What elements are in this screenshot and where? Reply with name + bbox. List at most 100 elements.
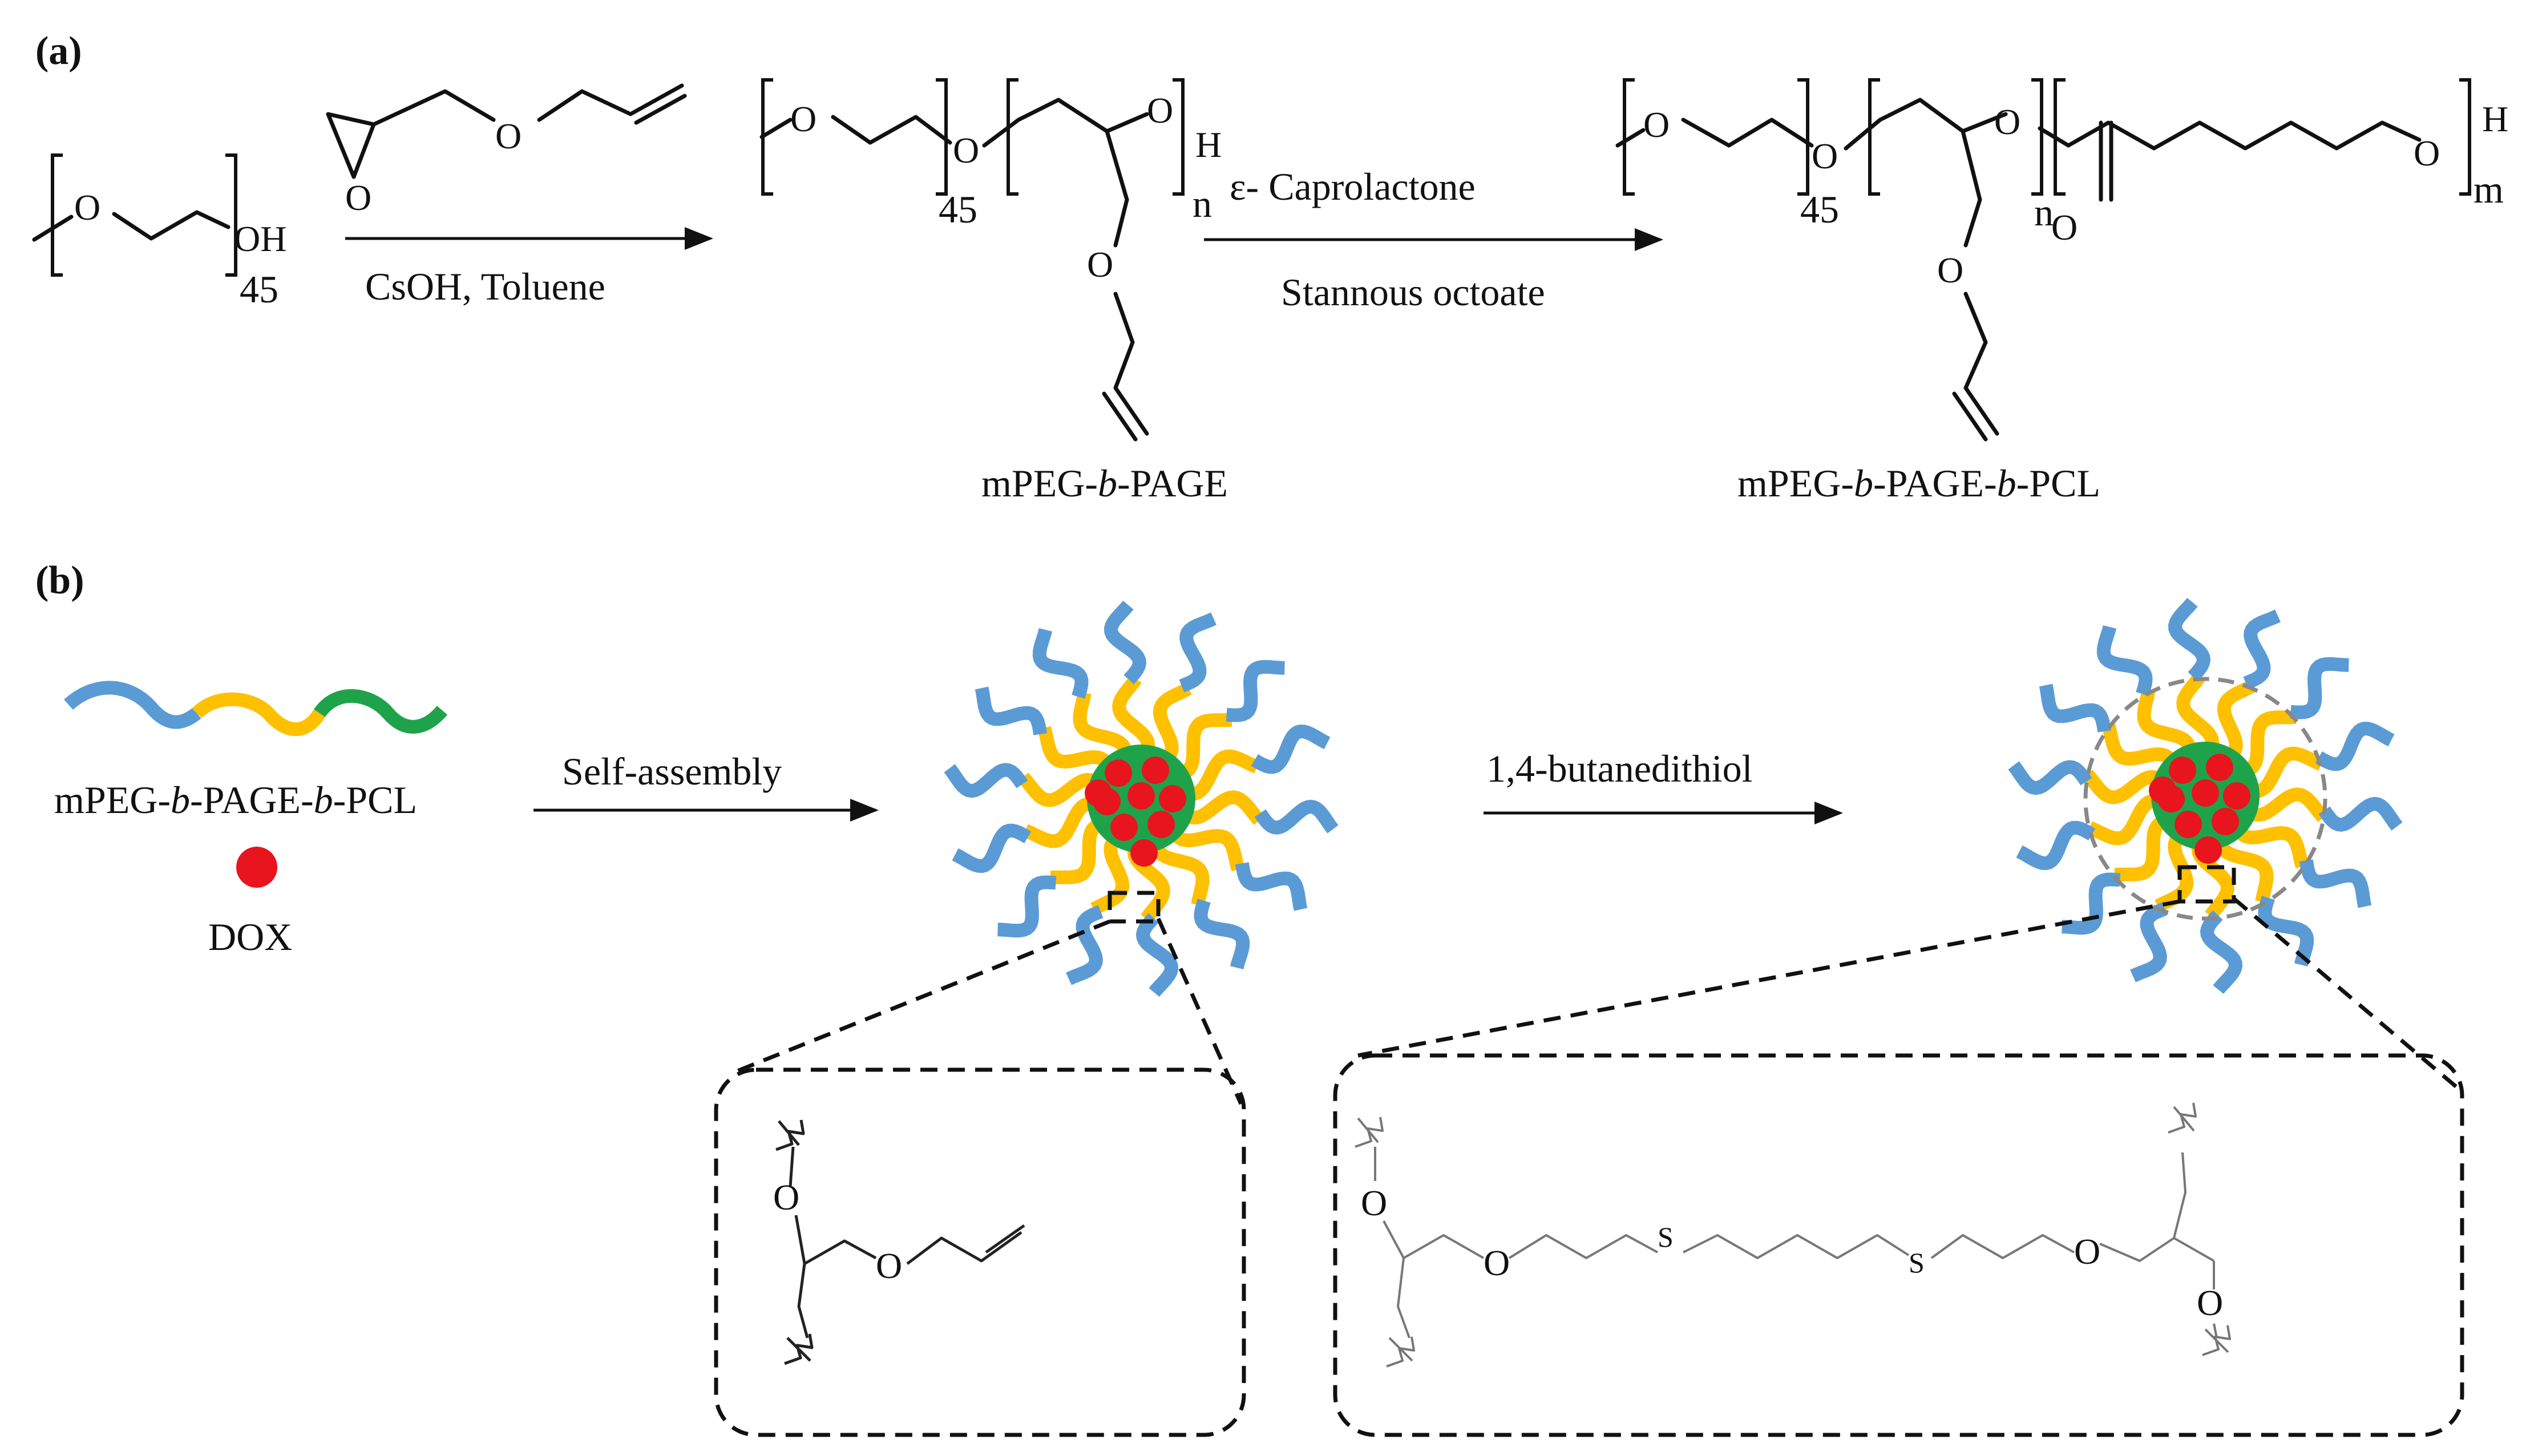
name-part: b bbox=[1098, 462, 1117, 505]
inset-allyl-sidechain bbox=[714, 1067, 1246, 1437]
dox-molecule bbox=[1085, 779, 1112, 807]
peg-arm bbox=[1032, 628, 1089, 699]
atom-h: H bbox=[1195, 124, 1222, 165]
mpeg-oh-structure: O OH 45 bbox=[32, 153, 286, 311]
peg-arm bbox=[1254, 799, 1339, 835]
peg-arm bbox=[997, 875, 1057, 938]
atom-s: S bbox=[1909, 1247, 1925, 1279]
dox-molecule bbox=[2206, 754, 2233, 781]
subscript-m: m bbox=[2474, 168, 2504, 211]
zoom-line bbox=[1357, 899, 2180, 1058]
peg-arm bbox=[2016, 820, 2096, 871]
peg-arm bbox=[1066, 905, 1104, 985]
dox-molecule bbox=[1127, 782, 1155, 810]
name-part: b bbox=[314, 778, 333, 822]
dox-molecule bbox=[2212, 808, 2239, 835]
dox-molecule bbox=[1159, 785, 1186, 812]
peg-arm bbox=[2008, 760, 2092, 795]
panel-b-label: (b) bbox=[35, 559, 84, 602]
dox-molecule bbox=[2194, 836, 2222, 864]
dox-molecule bbox=[1105, 759, 1132, 787]
peg-arm bbox=[1104, 600, 1147, 685]
peg-arm bbox=[975, 686, 1047, 735]
allyl-sidechain-structure: O O bbox=[773, 1119, 1025, 1365]
name-part: mPEG- bbox=[981, 462, 1098, 505]
peg-arm bbox=[2168, 597, 2211, 682]
peg-arm bbox=[1135, 913, 1179, 997]
triblock-chain-icon bbox=[63, 681, 448, 737]
peg-arm bbox=[2299, 859, 2372, 908]
peg-arm bbox=[2290, 657, 2349, 719]
atom-o: O bbox=[2051, 207, 2078, 248]
atom-o: O bbox=[2074, 1231, 2100, 1272]
peg-arm bbox=[2130, 902, 2168, 982]
name-part: mPEG- bbox=[1737, 462, 1854, 505]
dox-molecule bbox=[1110, 814, 1138, 841]
reagent-stannous-octoate: Stannous octoate bbox=[1281, 270, 1545, 314]
name-part: -PCL bbox=[2016, 462, 2100, 505]
peg-arm bbox=[1235, 862, 1308, 911]
zoom-line bbox=[1156, 917, 1243, 1105]
dox-molecule bbox=[2169, 757, 2196, 784]
name-part: mPEG- bbox=[54, 778, 171, 822]
peg-arm bbox=[2243, 609, 2281, 690]
atom-o: O bbox=[1643, 104, 1670, 145]
zoom-region-micelle1 bbox=[1108, 891, 1161, 924]
zoom-line bbox=[732, 919, 1111, 1075]
dox-molecule bbox=[1130, 839, 1158, 867]
atom-o: O bbox=[74, 187, 100, 228]
dox-dot-icon bbox=[236, 847, 277, 888]
product1-name: mPEG-b-PAGE bbox=[981, 462, 1228, 505]
peg-arm bbox=[2062, 872, 2121, 935]
zoom-line bbox=[2232, 897, 2458, 1089]
product2-name: mPEG-b-PAGE-b-PCL bbox=[1737, 462, 2100, 505]
peg-arm bbox=[952, 823, 1032, 873]
dox-molecule bbox=[2192, 779, 2219, 807]
subscript-n: n bbox=[2034, 191, 2054, 234]
atom-h: H bbox=[2482, 99, 2508, 139]
atom-o: O bbox=[876, 1245, 902, 1286]
atom-o: O bbox=[495, 116, 522, 156]
peg-arm bbox=[2315, 721, 2395, 771]
peg-arm bbox=[1179, 612, 1216, 693]
atom-o: O bbox=[1812, 136, 1838, 176]
atom-o: O bbox=[2197, 1283, 2223, 1323]
crosslinker-label: 1,4-butanedithiol bbox=[1486, 747, 1752, 790]
atom-o: O bbox=[1937, 250, 1963, 290]
subscript-45: 45 bbox=[240, 268, 278, 311]
peg-arm bbox=[2200, 910, 2243, 994]
inset-thioether-crosslink bbox=[1333, 1053, 2464, 1437]
atom-o: O bbox=[1087, 244, 1113, 285]
name-part: b bbox=[1997, 462, 2016, 505]
peg-arm bbox=[2258, 896, 2314, 967]
mpeg-b-page-structure: O O O O H 45 n bbox=[759, 78, 1222, 442]
mpeg-b-page-b-pcl-structure: O O O O O O H 45 n m bbox=[1615, 78, 2508, 442]
subscript-45: 45 bbox=[939, 188, 977, 231]
atom-o: O bbox=[1361, 1183, 1387, 1223]
name-part: -PAGE- bbox=[1873, 462, 1997, 505]
polymer-name: mPEG-b-PAGE-b-PCL bbox=[54, 778, 417, 822]
name-part: b bbox=[171, 778, 190, 822]
dox-molecule bbox=[2149, 776, 2176, 804]
name-part: -PAGE- bbox=[190, 778, 314, 822]
dox-molecule bbox=[2223, 782, 2250, 810]
atom-o: O bbox=[1484, 1243, 1510, 1283]
dox-molecule bbox=[2175, 811, 2202, 838]
peg-arm bbox=[2039, 683, 2111, 733]
atom-s: S bbox=[1658, 1221, 1674, 1253]
dox-molecule bbox=[1147, 811, 1175, 838]
reagent-csoh-toluene: CsOH, Toluene bbox=[365, 265, 605, 308]
peg-arm bbox=[1194, 899, 1250, 970]
atom-o: O bbox=[790, 99, 817, 139]
self-assembly-label: Self-assembly bbox=[562, 750, 782, 793]
micelle-crosslinked bbox=[2008, 597, 2403, 994]
atom-o: O bbox=[345, 177, 371, 218]
subscript-45: 45 bbox=[1800, 188, 1839, 231]
thioether-crosslink-structure: O O S S O O bbox=[1355, 1102, 2231, 1368]
peg-arm bbox=[2318, 796, 2403, 832]
zoom-region-micelle2 bbox=[2177, 865, 2236, 904]
name-part: b bbox=[1854, 462, 1873, 505]
atom-o: O bbox=[2414, 133, 2440, 173]
dox-molecule bbox=[1142, 757, 1169, 784]
crosslinked-shell-outline bbox=[2083, 677, 2327, 921]
